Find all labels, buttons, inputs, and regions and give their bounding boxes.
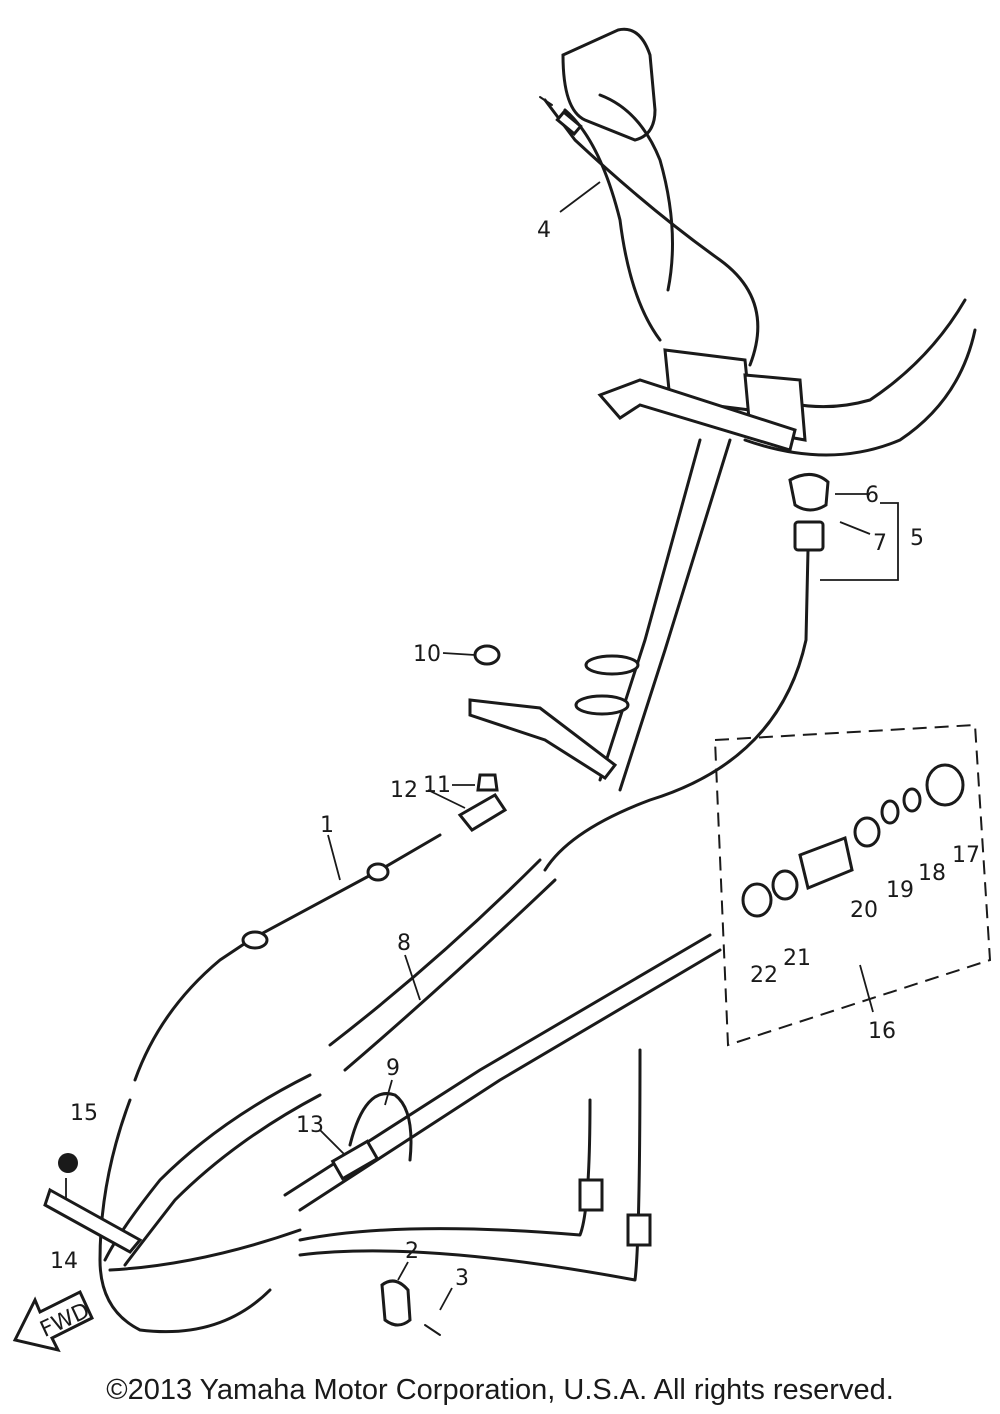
clamp-2 [380,1279,412,1327]
copyright-footer: ©2013 Yamaha Motor Corporation, U.S.A. A… [106,1374,894,1406]
sleeve-12 [457,793,508,832]
screw-11 [476,773,499,792]
callout-12: 12 [390,778,418,803]
callouts: 1 2 3 4 5 6 7 8 9 10 11 12 13 14 15 16 1… [50,218,980,1291]
callout-20: 20 [850,898,878,923]
callout-21: 21 [783,946,811,971]
callout-19: 19 [886,878,914,903]
bracket-14 [43,1187,143,1254]
exploded-parts-diagram: FWD 1 2 3 4 5 6 7 8 9 10 11 12 13 14 15 … [12,27,992,1353]
nut-10 [473,644,501,666]
callout-6: 6 [865,483,879,508]
cable-1 [98,833,442,1334]
callout-4: 4 [537,218,551,243]
handlebar-grip [561,27,674,342]
kit-16-parts [741,763,965,918]
callout-17: 17 [952,843,980,868]
callout-15: 15 [70,1101,98,1126]
callout-1: 1 [320,813,334,838]
leader-lines [65,181,899,1311]
choke-knob-assembly [543,473,830,872]
throttle-cable [539,96,760,367]
kit-16-outline [713,723,992,1047]
callout-18: 18 [918,861,946,886]
clip-9 [348,1092,413,1162]
sleeve-13 [330,1139,380,1181]
callout-13: 13 [296,1113,324,1138]
callout-8: 8 [397,931,411,956]
steering-column [468,348,807,792]
callout-22: 22 [750,963,778,988]
spiral-sheath [103,858,557,1267]
callout-11: 11 [423,773,451,798]
callout-10: 10 [413,642,441,667]
callout-9: 9 [386,1056,400,1081]
callout-7: 7 [873,531,887,556]
callout-2: 2 [405,1239,419,1264]
callout-14: 14 [50,1249,78,1274]
screw-3 [424,1324,441,1336]
fwd-arrow: FWD [12,1289,94,1353]
nut-15 [58,1153,78,1173]
callout-3: 3 [455,1266,469,1291]
lower-cables [108,933,722,1282]
callout-16: 16 [868,1019,896,1044]
callout-5: 5 [910,526,924,551]
